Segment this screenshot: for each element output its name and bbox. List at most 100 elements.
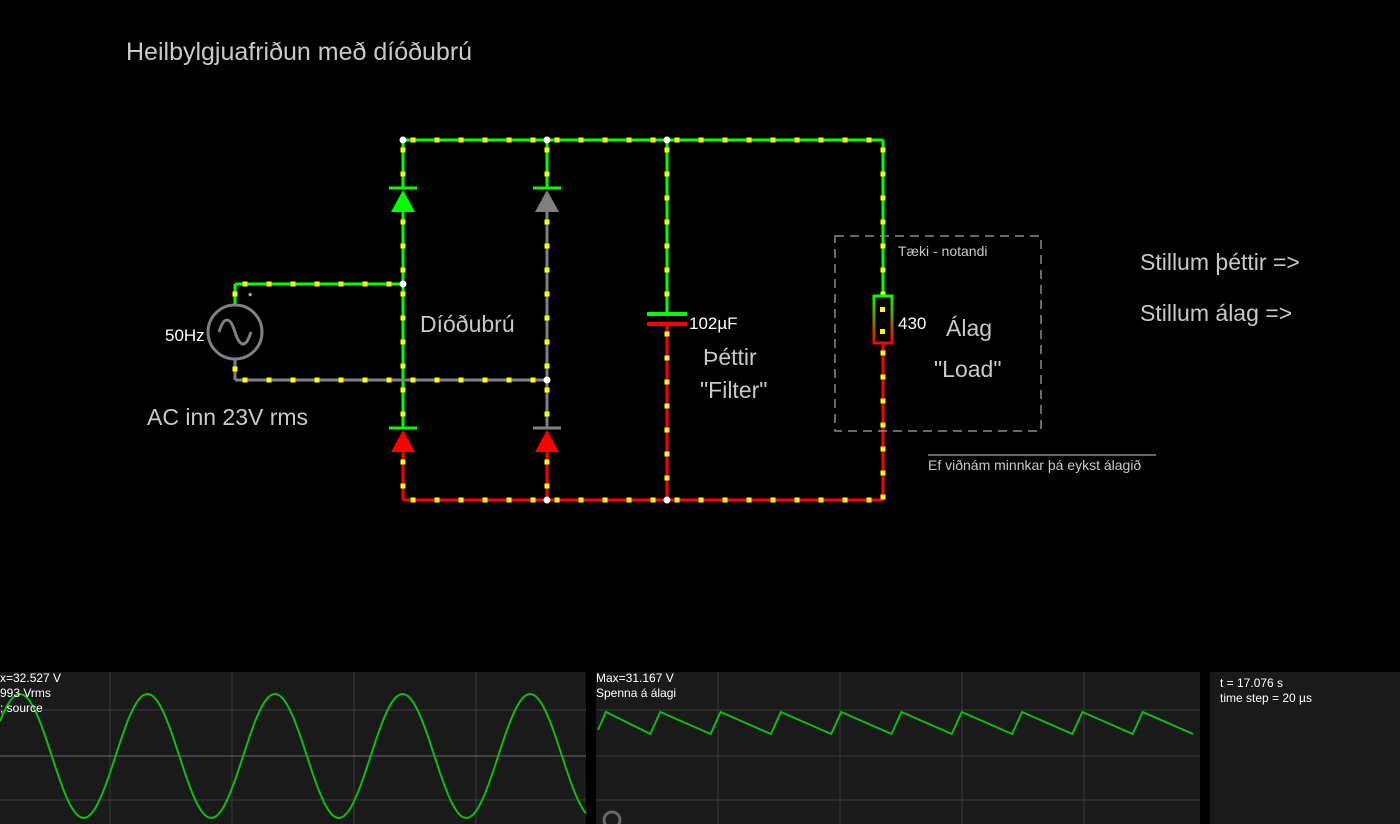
diode-bottom-left-icon[interactable]: [389, 426, 417, 452]
current-dot: [386, 281, 392, 287]
current-dot: [482, 377, 488, 383]
source-polarity-marker: *: [248, 291, 253, 303]
current-dot: [544, 291, 550, 297]
current-dot: [674, 137, 680, 143]
scope-2-header: Max=31.167 V Spenna á álagi: [596, 671, 676, 701]
current-dot: [880, 350, 886, 356]
gear-icon[interactable]: [602, 810, 622, 824]
current-dot: [880, 195, 886, 201]
sim-timestep: time step = 20 µs: [1220, 691, 1312, 705]
current-dot: [242, 281, 248, 287]
current-dot: [434, 137, 440, 143]
load-resistor-icon[interactable]: [872, 294, 894, 345]
ac-source-icon[interactable]: [206, 303, 264, 361]
current-dot: [544, 363, 550, 369]
current-dot: [626, 137, 632, 143]
current-dot: [698, 497, 704, 503]
current-dot: [664, 171, 670, 177]
junction-node: [663, 136, 671, 144]
current-dot: [544, 243, 550, 249]
current-dot: [664, 403, 670, 409]
current-dot: [290, 377, 296, 383]
current-dot: [544, 459, 550, 465]
current-dot: [578, 497, 584, 503]
junction-node: [543, 136, 551, 144]
current-dot: [458, 377, 464, 383]
current-dot: [544, 387, 550, 393]
current-dot: [664, 475, 670, 481]
scope-1-name: ; source: [0, 701, 43, 715]
current-dot: [880, 446, 886, 452]
current-dot: [818, 137, 824, 143]
current-dot: [544, 219, 550, 225]
current-dot: [314, 281, 320, 287]
current-dot: [362, 281, 368, 287]
current-dot: [664, 195, 670, 201]
current-dot: [386, 377, 392, 383]
current-dot: [458, 137, 464, 143]
diode-top-right-icon[interactable]: [533, 186, 561, 212]
current-dot: [794, 137, 800, 143]
current-dot: [458, 497, 464, 503]
bridge-label: Díóðubrú: [420, 311, 515, 337]
current-dot: [482, 137, 488, 143]
filter-label-en: "Filter": [700, 377, 768, 403]
current-dot: [400, 267, 406, 273]
adjust-load-button[interactable]: Stillum álag =>: [1140, 300, 1293, 326]
current-dot: [544, 147, 550, 153]
current-dot: [818, 497, 824, 503]
current-dot: [400, 243, 406, 249]
circuit-wires[interactable]: [233, 138, 885, 502]
current-dot: [746, 497, 752, 503]
diode-top-left-icon[interactable]: [389, 186, 417, 212]
current-dot: [842, 497, 848, 503]
capacitor-icon[interactable]: [647, 312, 687, 326]
current-dot: [400, 459, 406, 465]
current-dot: [664, 147, 670, 153]
current-dot: [530, 497, 536, 503]
current-dot: [434, 497, 440, 503]
device-box: [834, 235, 1042, 432]
current-dot: [722, 137, 728, 143]
current-dot: [866, 497, 872, 503]
current-dot: [242, 377, 248, 383]
current-dot: [880, 171, 886, 177]
current-dot: [266, 377, 272, 383]
capacitor-value: 102µF: [689, 314, 738, 333]
current-dot: [400, 387, 406, 393]
current-dot: [664, 219, 670, 225]
scope-1-max: x=32.527 V: [0, 671, 62, 685]
current-dot: [400, 339, 406, 345]
adjust-capacitor-button[interactable]: Stillum þéttir =>: [1140, 249, 1300, 275]
current-dot: [746, 137, 752, 143]
current-dot: [880, 422, 886, 428]
scope-2-max: Max=31.167 V: [596, 671, 674, 685]
current-dot: [290, 281, 296, 287]
current-dot: [880, 267, 886, 273]
current-dot: [664, 451, 670, 457]
diode-bottom-right-icon[interactable]: [533, 426, 561, 452]
current-dot: [410, 497, 416, 503]
current-dot: [664, 291, 670, 297]
current-dot: [400, 363, 406, 369]
current-dot: [482, 497, 488, 503]
current-dot: [530, 137, 536, 143]
current-dot: [544, 267, 550, 273]
current-dot: [664, 379, 670, 385]
current-dot: [554, 497, 560, 503]
current-dot: [794, 497, 800, 503]
current-dot: [400, 219, 406, 225]
current-dot: [400, 315, 406, 321]
current-dot: [664, 331, 670, 337]
load-label-en: "Load": [934, 356, 1002, 382]
current-dot: [880, 243, 886, 249]
junction-node: [663, 496, 671, 504]
current-dot: [338, 281, 344, 287]
scope-panel-1[interactable]: [0, 672, 587, 824]
junction-node: [399, 136, 407, 144]
scope-panel-2[interactable]: [596, 672, 1200, 824]
device-box-label: Tæki - notandi: [898, 243, 988, 259]
current-dot: [880, 470, 886, 476]
current-dot: [664, 355, 670, 361]
